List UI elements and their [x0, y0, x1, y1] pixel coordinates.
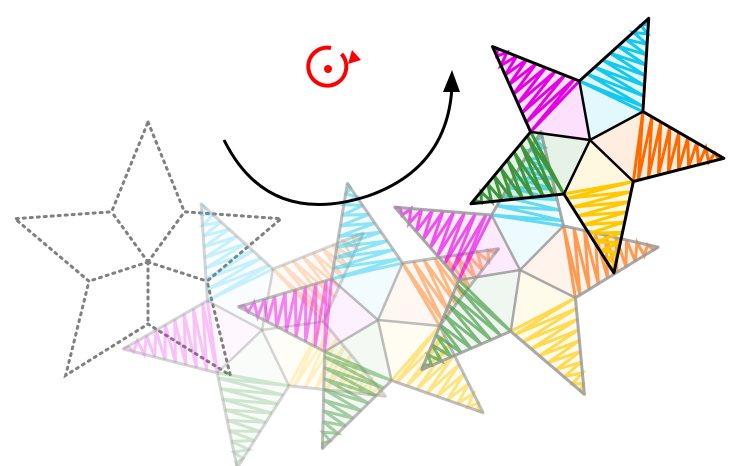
star-spoke: [148, 212, 184, 262]
curved-arrow-icon: [224, 70, 460, 205]
star-spoke: [148, 262, 207, 281]
rotate-clockwise-icon: [308, 48, 361, 86]
star-spoke: [112, 212, 148, 262]
star-spoke: [89, 262, 148, 281]
